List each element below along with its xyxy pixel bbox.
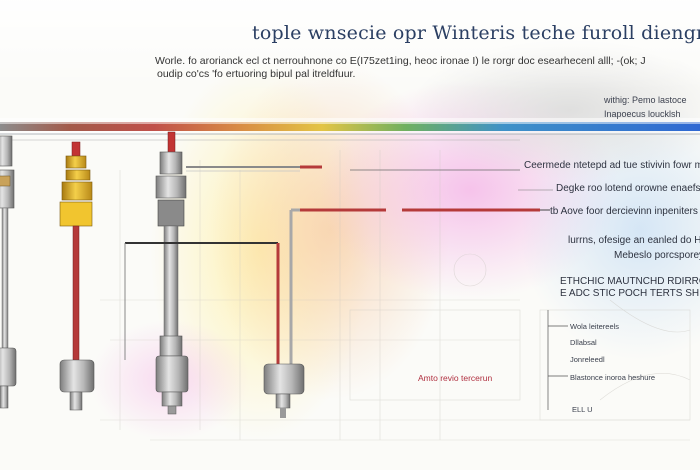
pressure-valve-icon [350,169,553,212]
manifold-valve-icon [124,131,322,415]
cartridge-heater-icon [0,135,17,409]
supply-rail [0,118,700,141]
leader-lines [547,310,568,410]
right-note-5: Mebeslo porcsporey [614,250,700,261]
page-title: tople wnsecie opr Winteris teche furoll … [252,22,700,44]
intro-line-1: Worle. fo arorianck ecl ct nerrouhnone c… [155,55,646,67]
top-right-label-1: withig: Pemo lastoce [604,95,687,105]
side-note-4: Blastonce inoroa heshure [570,373,656,382]
right-note-6: ETHCHIC MAUTNCHD RDIRROHDI [560,276,700,287]
header-band [0,0,700,90]
right-note-1: Ceermede ntetepd ad tue stivivin fowr ma [524,160,700,171]
top-right-label-2: Inapoecus loucklsh [604,109,681,119]
gauge-cap-icon [263,208,386,418]
side-note-5: ELL U [572,405,593,414]
side-note-2: Dllabsal [570,338,597,347]
intro-line-2: oudip co'cs 'fo ertuoring bipul pal itre… [157,68,356,80]
right-note-3: tb Aove foor dercievinn inpeniters [550,206,698,217]
right-note-2: Degke roo lotend orowne enaefsscs [556,183,700,194]
right-note-4: lurrns, ofesige an eanled do He [568,235,700,246]
side-note-3: Jonreleedl [570,355,605,364]
side-note-1: Wola leitereels [570,322,620,331]
temperature-sensor-icon [59,141,95,411]
flow-label: Amto revio tercerun [418,373,493,383]
right-note-7: E ADC STIC POCH TERTS SH LI [560,288,700,299]
